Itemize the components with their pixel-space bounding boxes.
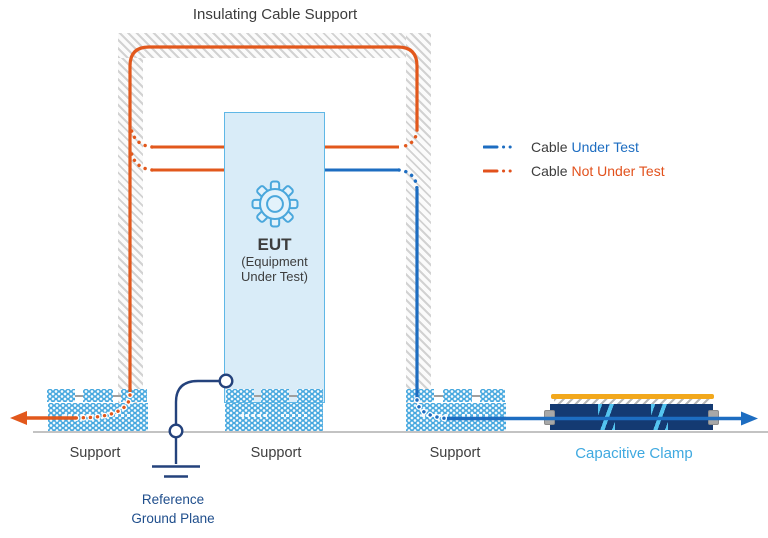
insulating-support-top-band bbox=[118, 33, 431, 58]
orange-exit-arrowhead bbox=[10, 411, 27, 425]
reference-ground-plane-label: Reference Ground Plane bbox=[102, 490, 244, 528]
support-brick bbox=[121, 389, 147, 402]
support-middle-block bbox=[225, 403, 323, 431]
support-brick bbox=[406, 389, 434, 402]
legend-text-prefix: Cable bbox=[531, 163, 572, 179]
ground-wire bbox=[174, 379, 220, 425]
capacitive-clamp-label: Capacitive Clamp bbox=[575, 445, 693, 462]
clamp-segment-stripe bbox=[598, 404, 615, 430]
support-right-cable-row bbox=[406, 389, 505, 402]
reference-ground-plane-line2: Ground Plane bbox=[131, 511, 215, 526]
legend-item-cable-not-under-test: Cable Not Under Test bbox=[483, 163, 665, 179]
legend-swatch-orange bbox=[483, 169, 517, 173]
support-decor bbox=[241, 414, 267, 417]
legend-text-highlight: Under Test bbox=[571, 139, 639, 155]
support-left-block bbox=[48, 403, 148, 431]
support-left-label: Support bbox=[69, 445, 121, 461]
eut-subtitle-line1: (Equipment bbox=[241, 254, 308, 269]
support-decor bbox=[462, 414, 488, 417]
support-brick bbox=[226, 389, 254, 402]
support-brick bbox=[480, 389, 505, 402]
insulating-support-right-column bbox=[406, 33, 431, 403]
legend-text-highlight: Not Under Test bbox=[571, 163, 665, 179]
support-decor bbox=[104, 414, 130, 417]
clamp-connector-right bbox=[708, 410, 719, 425]
legend-text-prefix: Cable bbox=[531, 139, 572, 155]
legend-swatch-blue bbox=[483, 145, 517, 149]
legend-item-cable-under-test: Cable Under Test bbox=[483, 139, 665, 155]
support-left-cable-row bbox=[47, 389, 147, 402]
clamp-top-bar bbox=[551, 394, 714, 399]
ground-plane-line bbox=[33, 431, 768, 433]
support-right-block bbox=[406, 403, 506, 431]
support-middle-cable-row bbox=[226, 389, 323, 402]
support-decor bbox=[281, 414, 307, 417]
support-brick bbox=[47, 389, 75, 402]
clamp-segment-stripe bbox=[651, 404, 668, 430]
clamp-connector-left bbox=[544, 410, 555, 425]
support-decor bbox=[422, 414, 448, 417]
support-brick bbox=[443, 389, 472, 402]
eut-box: EUT (Equipment Under Test) bbox=[224, 112, 325, 403]
eut-label: EUT bbox=[257, 235, 292, 254]
insulating-support-left-column bbox=[118, 33, 143, 403]
clamp-hatch-strip bbox=[554, 399, 711, 405]
support-brick bbox=[297, 389, 323, 402]
support-brick bbox=[83, 389, 113, 402]
eut-subtitle-line2: Under Test) bbox=[241, 268, 308, 284]
gear-icon bbox=[250, 180, 298, 228]
support-decor bbox=[64, 414, 90, 417]
legend: Cable Under Test Cable Not Under Test bbox=[483, 139, 665, 179]
blue-exit-arrowhead bbox=[741, 411, 758, 426]
diagram-title: Insulating Cable Support bbox=[192, 6, 358, 23]
capacitive-clamp-body bbox=[550, 404, 713, 430]
support-right-label: Support bbox=[429, 445, 481, 461]
support-middle-label: Support bbox=[250, 445, 302, 461]
support-brick bbox=[261, 389, 289, 402]
reference-ground-plane-line1: Reference bbox=[141, 492, 205, 507]
